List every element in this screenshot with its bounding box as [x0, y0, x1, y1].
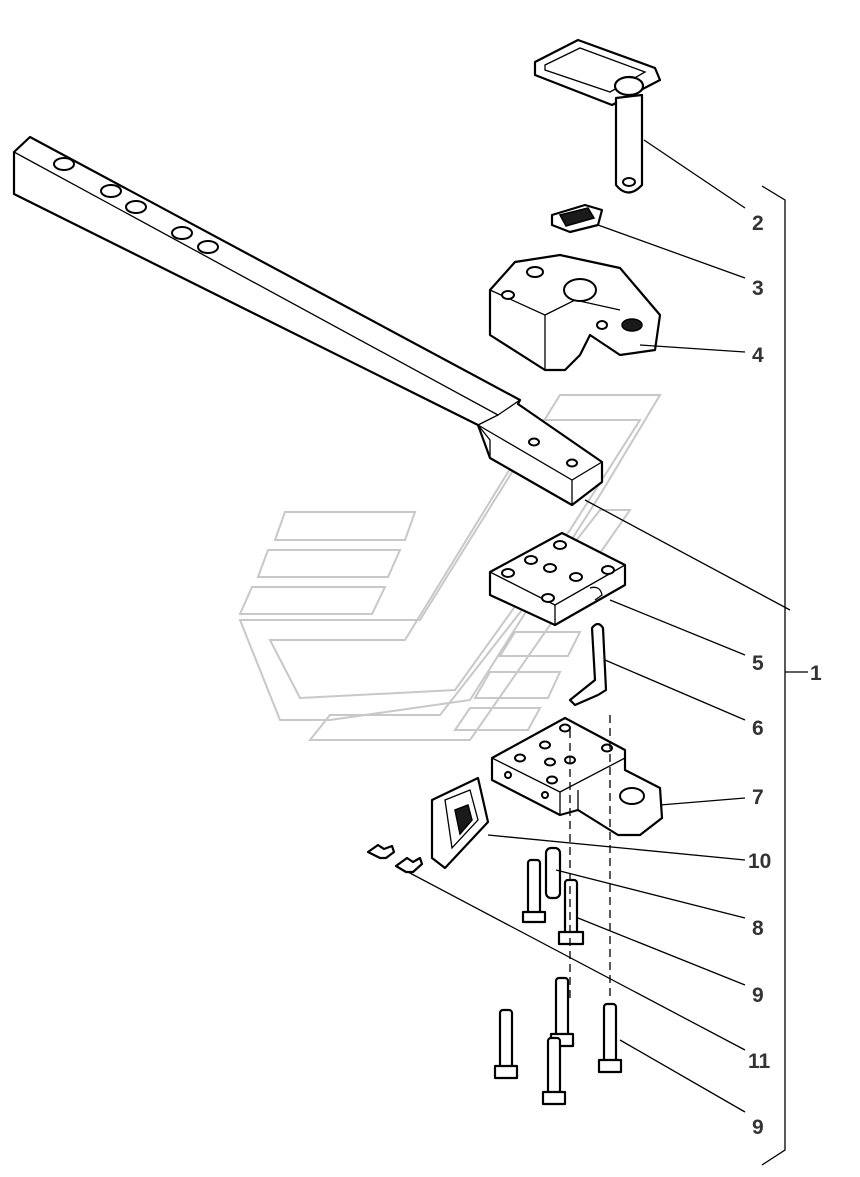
callout-4: 4 — [752, 344, 764, 367]
callout-9-upper: 9 — [752, 984, 764, 1007]
bolt — [563, 878, 579, 937]
bolt — [602, 1002, 618, 1064]
spring-clip — [568, 622, 608, 707]
mounting-plate — [488, 531, 627, 627]
small-bolt — [366, 843, 396, 860]
small-bolt — [394, 856, 424, 874]
dowel-pin — [544, 846, 562, 900]
callout-10: 10 — [748, 850, 771, 873]
leader-lines — [407, 139, 808, 1166]
callout-6: 6 — [752, 717, 764, 740]
callout-7: 7 — [752, 786, 764, 809]
callout-2: 2 — [752, 212, 764, 235]
bolt — [498, 1008, 514, 1072]
callout-3: 3 — [752, 277, 764, 300]
watermark-logo — [238, 394, 662, 741]
callout-9-lower: 9 — [752, 1116, 764, 1139]
callout-11: 11 — [748, 1050, 771, 1073]
callout-1: 1 — [810, 662, 822, 685]
bolt — [554, 976, 570, 1040]
fasteners — [366, 843, 623, 1106]
linchpin-with-handle — [533, 38, 662, 194]
callout-labels: 2 3 4 5 1 6 7 10 8 9 11 9 — [748, 212, 822, 1139]
latch — [550, 203, 604, 234]
callout-5: 5 — [752, 652, 764, 675]
gasket-frame — [430, 776, 490, 870]
bolt — [546, 1036, 562, 1098]
hitch-bracket — [490, 716, 664, 837]
drawbar — [12, 135, 604, 507]
bolt — [526, 858, 542, 917]
callout-8: 8 — [752, 917, 764, 940]
coupling-head — [488, 253, 662, 372]
assembly-axes — [569, 715, 611, 1000]
